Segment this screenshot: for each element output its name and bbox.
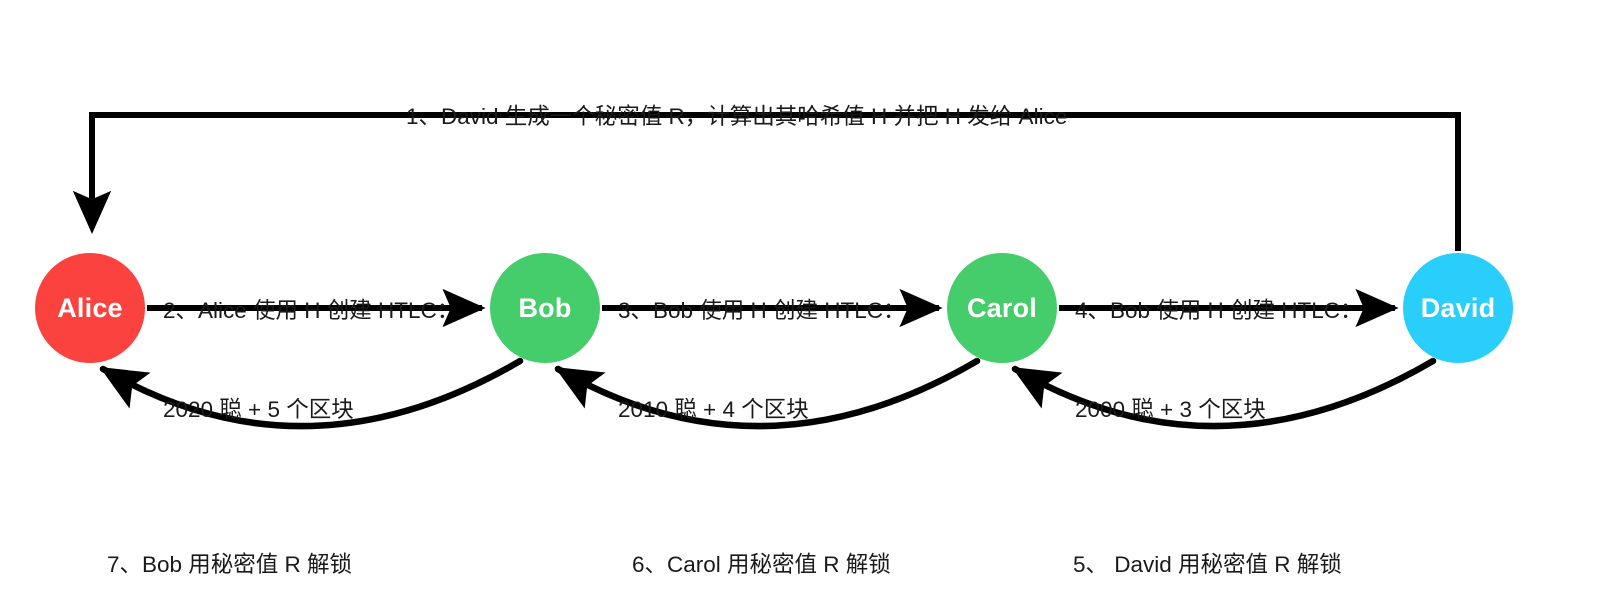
- label-step-7: 7、Bob 用秘密值 R 解锁 HTLC，拿走 2020 聪: [107, 482, 352, 612]
- label-step-3: 3、Bob 使用 H 创建 HTLC： 2010 聪 + 4 个区块: [618, 228, 906, 492]
- node-bob[interactable]: Bob: [490, 253, 600, 363]
- label-step-5-line1: 5、 David 用秘密值 R 解锁: [1073, 552, 1342, 577]
- label-step-6: 6、Carol 用秘密值 R 解锁 HTLC，拿走 2010 聪: [632, 482, 891, 612]
- edge-david-to-carol-unlock: [1011, 357, 1437, 430]
- label-step-4-line1: 4、Bob 使用 H 创建 HTLC：: [1075, 298, 1363, 323]
- node-alice[interactable]: Alice: [35, 253, 145, 363]
- label-step-4: 4、Bob 使用 H 创建 HTLC： 2000 聪 + 3 个区块: [1075, 228, 1363, 492]
- edge-bob-to-alice-unlock: [99, 357, 524, 430]
- label-step-4-line2: 2000 聪 + 3 个区块: [1075, 397, 1266, 422]
- label-step-3-line1: 3、Bob 使用 H 创建 HTLC：: [618, 298, 906, 323]
- node-david[interactable]: David: [1403, 253, 1513, 363]
- node-carol[interactable]: Carol: [947, 253, 1057, 363]
- label-step-7-line1: 7、Bob 用秘密值 R 解锁: [107, 552, 353, 577]
- label-step-1-text: 1、David 生成一个秘密值 R，计算出其哈希值 H 并把 H 发给 Alic…: [406, 104, 1068, 129]
- node-bob-label: Bob: [518, 292, 572, 323]
- label-step-2: 2、Alice 使用 H 创建 HTLC： 2020 聪 + 5 个区块: [163, 228, 459, 492]
- label-step-3-line2: 2010 聪 + 4 个区块: [618, 397, 809, 422]
- label-step-5: 5、 David 用秘密值 R 解锁 HTLC，拿走 2000 聪: [1073, 482, 1342, 612]
- edge-david-to-alice-hash: [72, 112, 1461, 251]
- label-step-1: 1、David 生成一个秘密值 R，计算出其哈希值 H 并把 H 发给 Alic…: [381, 72, 1067, 162]
- node-david-label: David: [1420, 292, 1496, 323]
- edge-carol-to-bob-unlock: [554, 357, 981, 430]
- label-step-2-line2: 2020 聪 + 5 个区块: [163, 397, 354, 422]
- node-alice-label: Alice: [57, 292, 123, 323]
- label-step-2-line1: 2、Alice 使用 H 创建 HTLC：: [163, 298, 460, 323]
- label-step-6-line1: 6、Carol 用秘密值 R 解锁: [632, 552, 891, 577]
- node-carol-label: Carol: [966, 292, 1038, 323]
